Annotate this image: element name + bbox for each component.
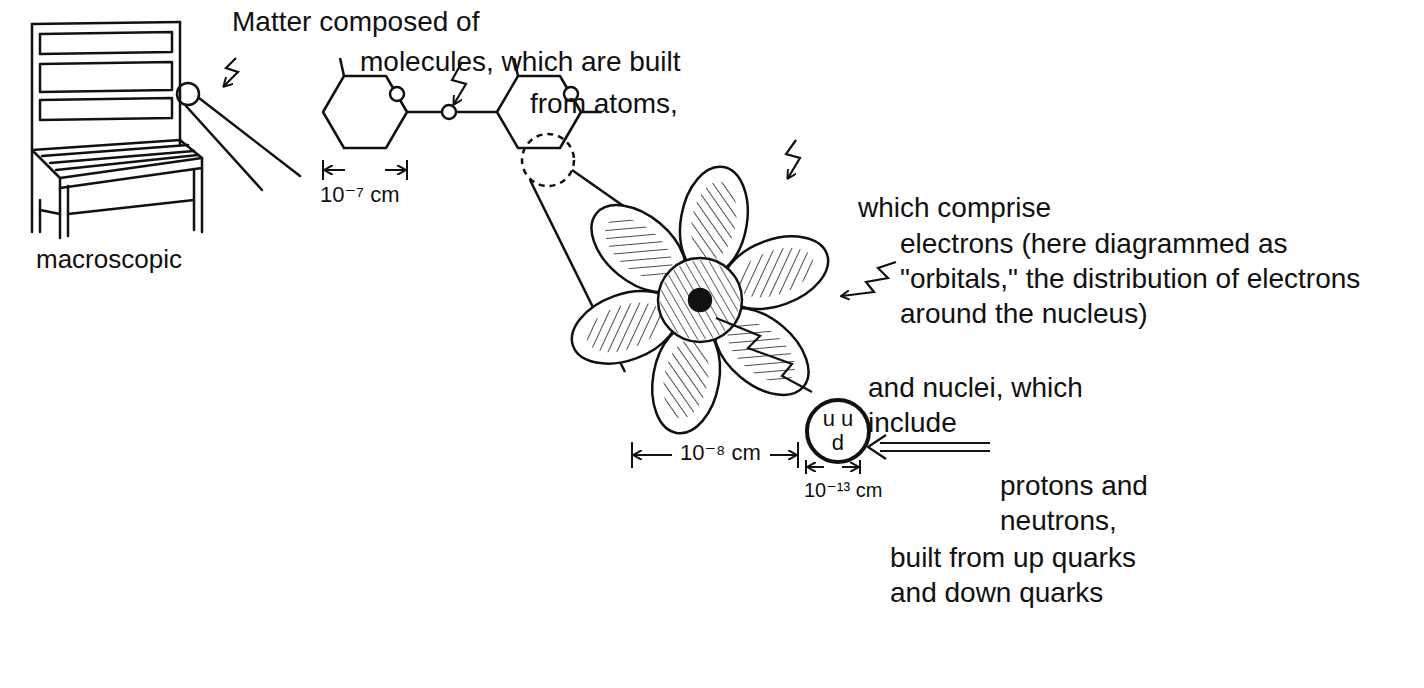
annotation-text: 10⁻⁷ cm (320, 182, 399, 208)
dimension-arrow (325, 169, 345, 171)
dimension-arrow (808, 466, 824, 468)
chair-seat-slats (42, 145, 198, 170)
dimension-arrow (842, 466, 858, 468)
orbital-hatch (685, 178, 742, 264)
quark-circle: u u d (805, 398, 871, 464)
pointer-squiggle (224, 58, 238, 86)
chair-back-post (31, 24, 34, 232)
nucleus-core (689, 289, 711, 311)
orbital-hatch (657, 336, 714, 422)
annotation-text: electrons (here diagrammed as "orbitals,… (900, 226, 1405, 331)
annotation-text: Matter composed of (232, 4, 479, 39)
circle-shape (807, 400, 869, 462)
quark-letters: u u d (817, 407, 859, 455)
chair-back-slat (40, 62, 172, 120)
dimension-arrow (770, 454, 796, 456)
pointer-squiggle (842, 262, 896, 296)
annotation-text: molecules, which are built (360, 44, 681, 79)
annotation-text: macroscopic (36, 244, 182, 275)
ring-oxygen (390, 87, 404, 101)
annotation-text: and nuclei, which include (868, 370, 1113, 440)
atom-drawing (562, 161, 838, 438)
orbital-hatch (580, 293, 670, 362)
zoom-line (186, 98, 300, 190)
chair-stretcher (40, 200, 194, 214)
orbital-hatch (730, 238, 820, 307)
pointer-squiggle (786, 140, 800, 178)
zoom-circle (522, 134, 574, 186)
chair-drawing (32, 22, 300, 238)
annotation-text: 10⁻⁸ cm (680, 440, 761, 466)
methyl-stub (340, 58, 344, 76)
annotation-text: built from up quarks and down quarks (890, 540, 1190, 610)
chair-top-rail (32, 22, 180, 54)
annotation-text: protons and neutrons, (1000, 468, 1250, 538)
pointer-squiggle (716, 318, 812, 392)
chair-back-post (179, 22, 182, 145)
dimension-marks (323, 160, 860, 474)
zoom-circle (177, 83, 199, 105)
dimension-arrow (385, 169, 405, 171)
pointer-arrow (868, 435, 990, 459)
annotation-text: which comprise (858, 190, 1051, 225)
nucleus-region (658, 258, 742, 342)
annotation-text: from atoms, (530, 86, 678, 121)
chair-seat-edge (60, 158, 202, 188)
chair-leg (40, 168, 202, 238)
annotation-text: 10⁻¹³ cm (804, 478, 882, 502)
bridge-oxygen (442, 105, 456, 119)
nucleus-hatch (660, 260, 740, 340)
dimension-tick (323, 160, 407, 180)
sugar-ring (323, 76, 407, 148)
dimension-arrow (634, 454, 672, 456)
